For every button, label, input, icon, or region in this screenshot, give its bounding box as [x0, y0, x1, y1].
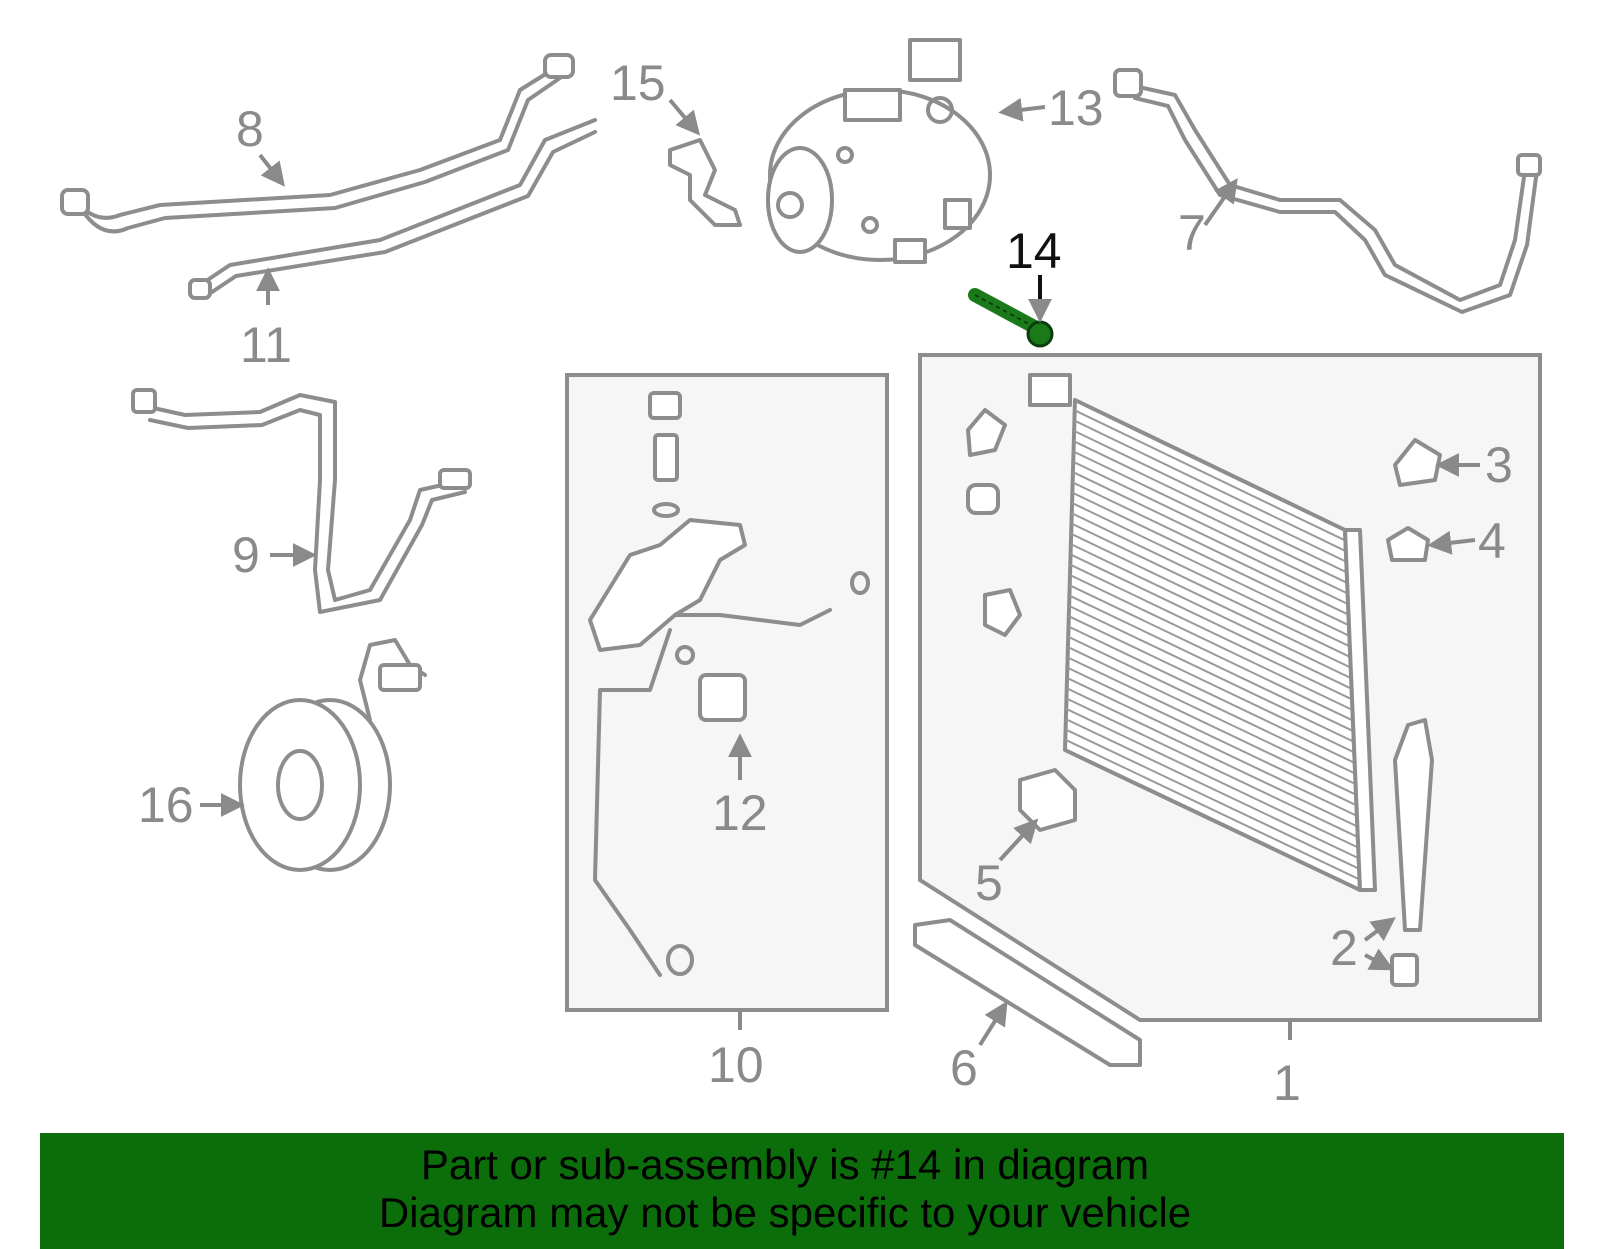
- condenser-fin: [1073, 450, 1348, 584]
- callout-8: 8: [236, 101, 264, 157]
- condenser-fin: [1072, 471, 1349, 606]
- condenser-fin: [1069, 563, 1353, 701]
- bracket-5-left: [983, 588, 1022, 637]
- callout-12: 12: [712, 785, 768, 841]
- hose-7: [1113, 68, 1542, 314]
- condenser-1: [1028, 373, 1377, 892]
- condenser-fin: [1067, 635, 1356, 775]
- condenser-fin: [1071, 502, 1350, 637]
- condenser-fin: [1066, 677, 1358, 817]
- plug-2: [1390, 953, 1419, 987]
- callout-5: 5: [975, 855, 1003, 911]
- hose-8: [60, 53, 575, 234]
- condenser-fin: [1069, 584, 1354, 722]
- callout-7: 7: [1178, 205, 1206, 261]
- condenser-fin: [1066, 666, 1357, 807]
- banner-line-disclaimer: Diagram may not be specific to your vehi…: [378, 1189, 1192, 1236]
- arrow-7: [1203, 178, 1238, 227]
- arrow-5: [998, 818, 1039, 862]
- condenser-fin: [1071, 522, 1351, 658]
- bolt-14: [968, 288, 1054, 348]
- callout-6: 6: [950, 1040, 978, 1096]
- receiver-assembly-10: [588, 391, 870, 977]
- banner-line-part: Part or sub-assembly is #14 in diagram: [420, 1141, 1150, 1188]
- filter-2: [1393, 718, 1434, 932]
- callout-10: 10: [708, 1037, 764, 1093]
- callout-3: 3: [1485, 437, 1513, 493]
- clutch-16: [238, 638, 427, 872]
- condenser-fin: [1074, 409, 1346, 542]
- condenser-fin: [1070, 543, 1352, 680]
- condenser-fin: [1070, 532, 1352, 669]
- condenser-fin: [1067, 646, 1357, 786]
- condenser-fin: [1066, 687, 1358, 828]
- callout-2: 2: [1330, 920, 1358, 976]
- arrow-13: [998, 97, 1046, 122]
- condenser-fin: [1070, 553, 1353, 690]
- condenser-fin: [1068, 594, 1354, 733]
- callout-4: 4: [1478, 513, 1506, 569]
- condenser-fin: [1073, 419, 1347, 553]
- condenser-fin: [1066, 697, 1359, 838]
- condenser-fin: [1071, 491, 1350, 627]
- condenser-fin: [1073, 429, 1347, 563]
- condenser-fin: [1072, 460, 1349, 595]
- arrow-2a: [1363, 917, 1396, 942]
- condenser-fin: [1068, 615, 1355, 754]
- info-banner: Part or sub-assembly is #14 in diagram D…: [40, 1133, 1564, 1249]
- condenser-fin: [1071, 512, 1351, 648]
- arrow-4: [1427, 530, 1476, 555]
- callout-1: 1: [1273, 1055, 1301, 1111]
- arrow-15: [668, 98, 701, 136]
- condenser-fin: [1065, 718, 1360, 860]
- callout-13: 13: [1048, 80, 1104, 136]
- callout-9: 9: [232, 527, 260, 583]
- callout-14: 14: [1006, 223, 1062, 279]
- condenser-fin: [1072, 481, 1349, 616]
- condenser-fin: [1065, 728, 1360, 870]
- bracket-5: [1018, 768, 1077, 832]
- condenser-fin: [1067, 656, 1357, 796]
- pipe-9: [131, 388, 472, 614]
- callout-11: 11: [240, 317, 292, 373]
- bracket-3-left: [966, 408, 1007, 457]
- condenser-fin: [1073, 440, 1348, 574]
- cushion-4-left: [966, 483, 1000, 515]
- condenser-fin: [1069, 574, 1353, 711]
- pipe-11: [188, 118, 597, 300]
- arrow-2b: [1364, 948, 1395, 971]
- arrow-6: [978, 1000, 1008, 1047]
- seal-6: [913, 918, 1142, 1067]
- condenser-fin: [1068, 604, 1355, 743]
- arrow-8: [258, 153, 285, 187]
- condenser-fin: [1068, 625, 1356, 764]
- callout-15: 15: [610, 55, 666, 111]
- compressor-13: [766, 38, 992, 264]
- callout-16: 16: [138, 777, 194, 833]
- cushion-4: [1386, 526, 1430, 562]
- condenser-fin: [1064, 738, 1360, 881]
- condenser-fin: [1065, 707, 1359, 849]
- bracket-15: [668, 138, 742, 227]
